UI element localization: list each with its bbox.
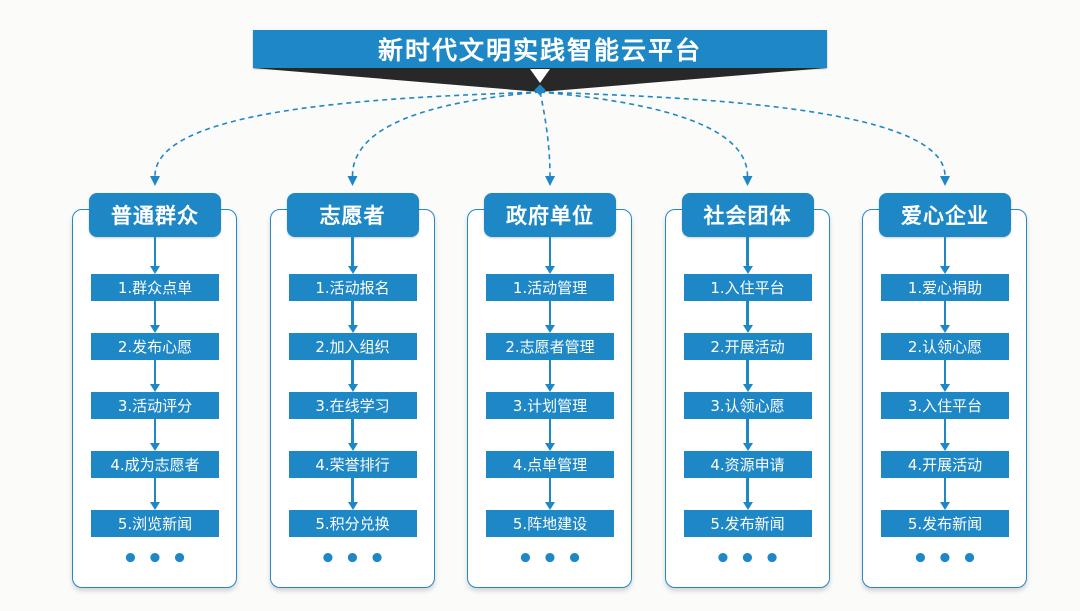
banner-tail-shape (253, 68, 827, 92)
down-arrow-icon (150, 237, 160, 274)
column-header: 政府单位 (484, 193, 616, 237)
flow-step: 5.阵地建设 (486, 510, 614, 537)
down-arrow-icon (545, 237, 555, 274)
connector-arrowhead-1 (150, 176, 160, 186)
flow-column-3: 政府单位 1.活动管理 2.志愿者管理 3.计划管理 4.点单管理 5.阵地建设 ••• (467, 193, 633, 593)
down-arrow-icon (347, 419, 358, 451)
flow-step: 2.开展活动 (683, 333, 812, 360)
flow-step: 2.认领心愿 (881, 333, 1009, 360)
flow-step: 2.加入组织 (288, 333, 417, 360)
column-header: 社会团体 (681, 193, 814, 237)
flow-step: 3.计划管理 (486, 392, 614, 419)
ellipsis: ••• (319, 544, 394, 574)
down-arrow-icon (530, 69, 550, 83)
flow-step: 1.活动管理 (486, 274, 614, 301)
flow-step: 1.入住平台 (683, 274, 812, 301)
flow-step: 3.在线学习 (288, 392, 417, 419)
down-arrow-icon (742, 419, 753, 451)
flow-step: 1.活动报名 (288, 274, 417, 301)
down-arrow-icon (940, 301, 950, 333)
flow-step: 4.点单管理 (486, 451, 614, 478)
down-arrow-icon (347, 301, 358, 333)
flow-step: 1.爱心捐助 (881, 274, 1009, 301)
down-arrow-icon (150, 301, 160, 333)
flow-step: 4.资源申请 (683, 451, 812, 478)
connector-path-1 (154, 91, 541, 177)
ellipsis: ••• (714, 544, 789, 574)
connector-origin-dot (534, 84, 546, 96)
connector-arrowhead-2 (347, 176, 358, 186)
ellipsis: ••• (517, 544, 591, 574)
column-header: 普通群众 (89, 193, 221, 237)
down-arrow-icon (742, 478, 753, 510)
flow-step: 4.开展活动 (881, 451, 1009, 478)
connector-arrowhead-4 (742, 176, 753, 186)
down-arrow-icon (742, 360, 753, 392)
flow-step: 5.发布新闻 (881, 510, 1009, 537)
flow-step: 5.积分兑换 (288, 510, 417, 537)
down-arrow-icon (742, 237, 753, 274)
down-arrow-icon (940, 419, 950, 451)
flow-step: 3.活动评分 (91, 392, 219, 419)
down-arrow-icon (347, 360, 358, 392)
flow-step: 5.浏览新闻 (91, 510, 219, 537)
down-arrow-icon (150, 478, 160, 510)
flow-column-2: 志愿者 1.活动报名 2.加入组织 3.在线学习 4.荣誉排行 5.积分兑换 ••• (269, 193, 436, 593)
flow-column-1: 普通群众 1.群众点单 2.发布心愿 3.活动评分 4.成为志愿者 5.浏览新闻 ••• (72, 193, 238, 593)
platform-title: 新时代文明实践智能云平台 (377, 36, 702, 65)
down-arrow-icon (940, 237, 950, 274)
ellipsis: ••• (912, 544, 986, 574)
column-header: 爱心企业 (879, 193, 1011, 237)
column-header: 志愿者 (286, 193, 419, 237)
connector-path-3 (539, 91, 551, 177)
flow-step: 2.志愿者管理 (486, 333, 614, 360)
flow-column-4: 社会团体 1.入住平台 2.开展活动 3.认领心愿 4.资源申请 5.发布新闻 ••• (664, 193, 831, 593)
flow-step: 3.认领心愿 (683, 392, 812, 419)
down-arrow-icon (940, 478, 950, 510)
ellipsis: ••• (122, 544, 196, 574)
down-arrow-icon (150, 419, 160, 451)
flow-step: 5.发布新闻 (683, 510, 812, 537)
platform-banner: 新时代文明实践智能云平台 (253, 30, 827, 68)
down-arrow-icon (347, 478, 358, 510)
down-arrow-icon (545, 301, 555, 333)
down-arrow-icon (347, 237, 358, 274)
connector-arrowhead-5 (940, 176, 950, 186)
down-arrow-icon (940, 360, 950, 392)
flow-column-5: 爱心企业 1.爱心捐助 2.认领心愿 3.入住平台 4.开展活动 5.发布新闻 ••• (862, 193, 1028, 593)
down-arrow-icon (150, 360, 160, 392)
down-arrow-icon (545, 419, 555, 451)
down-arrow-icon (545, 478, 555, 510)
connector-path-4 (539, 91, 749, 177)
flow-step: 4.荣誉排行 (288, 451, 417, 478)
connector-path-5 (539, 91, 946, 177)
flow-step: 1.群众点单 (91, 274, 219, 301)
flow-step: 3.入住平台 (881, 392, 1009, 419)
down-arrow-icon (545, 360, 555, 392)
down-arrow-icon (742, 301, 753, 333)
flow-step: 2.发布心愿 (91, 333, 219, 360)
connector-arrowhead-3 (545, 176, 555, 186)
flow-step: 4.成为志愿者 (91, 451, 219, 478)
connector-path-2 (351, 91, 541, 177)
